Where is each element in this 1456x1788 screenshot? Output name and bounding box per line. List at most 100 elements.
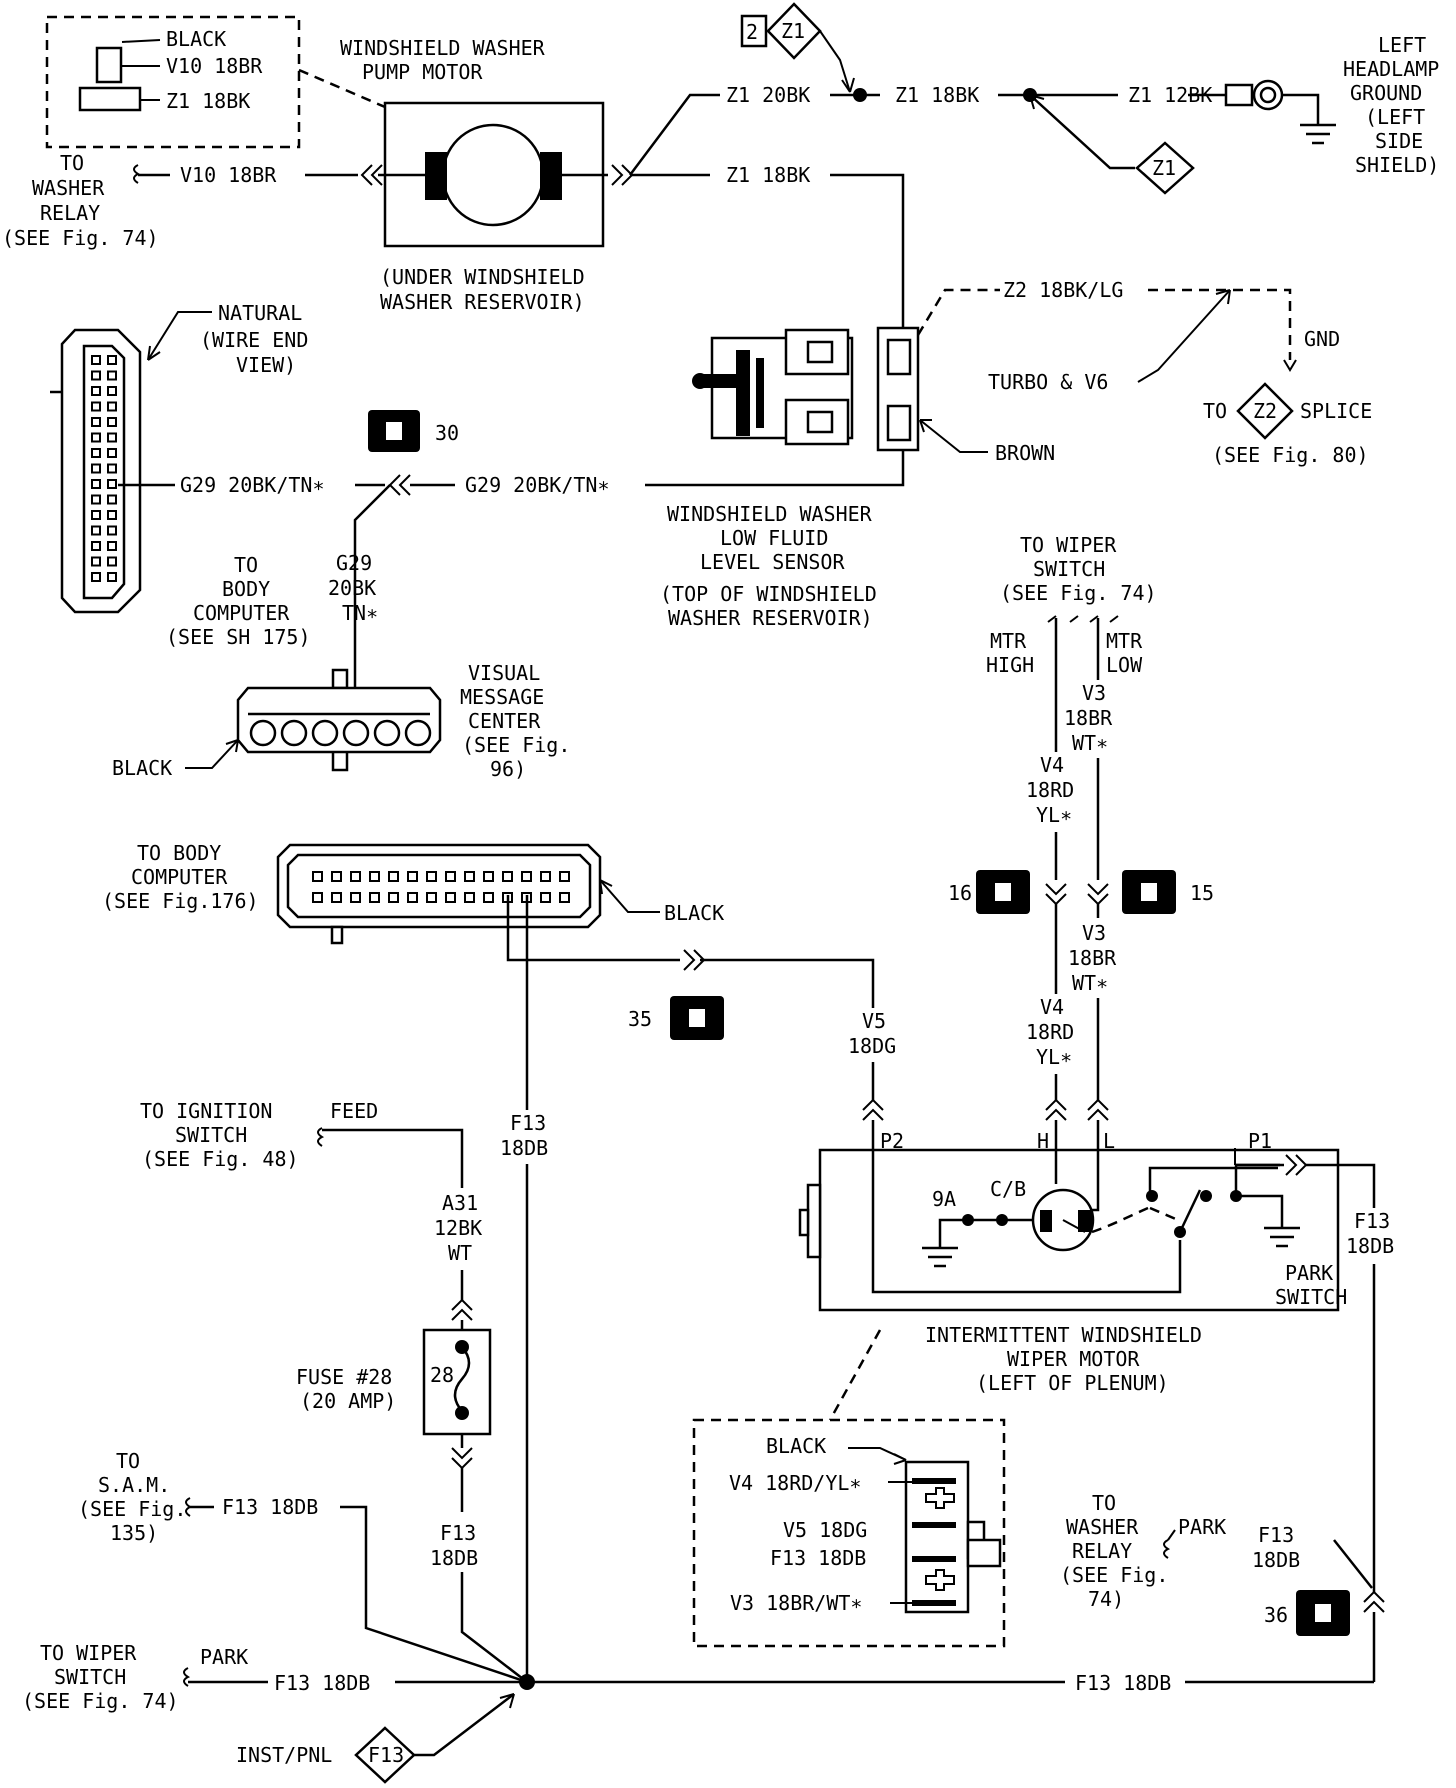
motor-connector-inset: BLACK V4 18RD/YL∗ V5 18DG F13 18DB V3 18… bbox=[692, 1418, 1006, 1648]
z2-wire-label: Z2 18BK/LG bbox=[1003, 278, 1123, 302]
sam-l3: (SEE Fig. bbox=[78, 1497, 186, 1521]
connector-color-label: BLACK bbox=[166, 27, 226, 51]
z1-20bk-label: Z1 20BK bbox=[726, 83, 810, 107]
connector-pin bbox=[107, 541, 117, 551]
g29-wire-b: G29 20BK/TN∗ bbox=[465, 473, 610, 497]
body-computer-2-l1: TO BODY bbox=[137, 841, 221, 865]
motor-title-2: WIPER MOTOR bbox=[1007, 1347, 1140, 1371]
washer-relay-to: TO bbox=[60, 151, 84, 175]
connector-pin bbox=[107, 386, 117, 396]
connector-pin bbox=[107, 510, 117, 520]
v3-b3: WT∗ bbox=[1072, 971, 1108, 995]
connector-pin bbox=[91, 541, 101, 551]
connector-pin bbox=[426, 892, 437, 903]
connector-pin bbox=[91, 432, 101, 443]
connector-pin bbox=[350, 892, 361, 903]
washer-relay-2-l4: (SEE Fig. bbox=[1060, 1563, 1168, 1587]
low-fluid-sensor: BROWN WINDSHIELD WASHER LOW FLUID LEVEL … bbox=[660, 326, 1055, 630]
connector-pin bbox=[464, 892, 475, 903]
sensor-l5: WASHER RESERVOIR) bbox=[668, 606, 873, 630]
connector-pin bbox=[540, 871, 551, 882]
washer-relay-2-l1: TO bbox=[1092, 1491, 1116, 1515]
connector-pin bbox=[369, 892, 380, 903]
wiper-switch-top-l2: SWITCH bbox=[1033, 557, 1105, 581]
bottom-splice: TO S.A.M. (SEE Fig. 135) F13 18DB TO WIP… bbox=[22, 1449, 1374, 1784]
connector-16-number: 16 bbox=[948, 881, 972, 905]
connector-pin bbox=[388, 892, 399, 903]
connector-pin bbox=[91, 401, 101, 412]
fuse-label-1: FUSE #28 bbox=[296, 1365, 392, 1389]
connector-pin bbox=[464, 871, 475, 882]
mtr-high-2: HIGH bbox=[986, 653, 1034, 677]
v3-b2: 18BR bbox=[1068, 946, 1117, 970]
vmc-l2: MESSAGE bbox=[460, 685, 544, 709]
headlamp-l5: SIDE bbox=[1375, 129, 1423, 153]
connector-pin bbox=[107, 556, 117, 567]
ignition-feed: FEED bbox=[330, 1099, 378, 1123]
pump-location-1: (UNDER WINDSHIELD bbox=[380, 265, 585, 289]
motor-connector-color: BLACK bbox=[766, 1434, 826, 1458]
a31-l1: A31 bbox=[442, 1191, 478, 1215]
connector-30-number: 30 bbox=[435, 421, 459, 445]
z2-ground-wire: Z2 18BK/LG GND TURBO & V6 TO Z2 SPLICE (… bbox=[916, 278, 1372, 467]
washer-relay-see: (SEE Fig. 74) bbox=[2, 226, 159, 250]
connector-pin bbox=[331, 892, 342, 903]
z1-18bk-label: Z1 18BK bbox=[895, 83, 979, 107]
z1-diamond-label: Z1 bbox=[1152, 156, 1176, 180]
motor-connector-pin-2: V5 18DG bbox=[783, 1518, 867, 1542]
connector-pin bbox=[107, 479, 117, 489]
connector-pin-z1: Z1 18BK bbox=[166, 89, 250, 113]
connector-pin bbox=[559, 871, 570, 882]
pump-location-2: WASHER RESERVOIR) bbox=[380, 290, 585, 314]
connector-pin bbox=[311, 719, 339, 747]
body-computer-1-l3: COMPUTER bbox=[193, 601, 290, 625]
headlamp-l3: GROUND bbox=[1350, 81, 1422, 105]
z1-ref-code: Z1 bbox=[781, 19, 805, 43]
g29-vert-2: 20BK bbox=[328, 576, 376, 600]
natural-l1: NATURAL bbox=[218, 301, 302, 325]
fuse-label-2: (20 AMP) bbox=[300, 1389, 396, 1413]
f13-right-l2: 18DB bbox=[1346, 1234, 1394, 1258]
z2-splice-label: SPLICE bbox=[1300, 399, 1372, 423]
connector-pin bbox=[91, 494, 101, 505]
washer-relay-2-l3: RELAY bbox=[1072, 1539, 1132, 1563]
connector-pin bbox=[249, 719, 277, 747]
connector-pin bbox=[483, 871, 494, 882]
wiper-switch-bottom-l3: (SEE Fig. 74) bbox=[22, 1689, 179, 1713]
motor-title-3: (LEFT OF PLENUM) bbox=[976, 1371, 1169, 1395]
z1-18bk-sensor-label: Z1 18BK bbox=[726, 163, 810, 187]
connector-36-number: 36 bbox=[1264, 1603, 1288, 1627]
body-computer-2-color: BLACK bbox=[664, 901, 724, 925]
vmc-l3: CENTER bbox=[468, 709, 541, 733]
connector-pin bbox=[91, 463, 101, 474]
inst-pnl-diamond: F13 bbox=[368, 1743, 404, 1767]
intermittent-wiper-motor: P2 H L P1 9A C/B PARK bbox=[798, 1120, 1406, 1592]
headlamp-l6: SHIELD) bbox=[1355, 153, 1439, 177]
washer-relay-2-w1: F13 bbox=[1258, 1523, 1294, 1547]
connector-pin bbox=[540, 892, 551, 903]
natural-connector: NATURAL (WIRE END VIEW) bbox=[50, 301, 308, 614]
connector-pin bbox=[91, 479, 101, 489]
g29-wire-a: G29 20BK/TN∗ bbox=[180, 473, 325, 497]
body-computer-2-l2: COMPUTER bbox=[131, 865, 228, 889]
f13-fuse-l1: F13 bbox=[440, 1521, 476, 1545]
motor-connector-pin-3: F13 18DB bbox=[770, 1546, 866, 1570]
connector-pin bbox=[91, 417, 101, 427]
pump-title-1: WINDSHIELD WASHER bbox=[340, 36, 546, 60]
v3-a3: WT∗ bbox=[1072, 731, 1108, 755]
connector-pin bbox=[559, 892, 570, 903]
connector-pin bbox=[404, 719, 432, 747]
connector-pin bbox=[388, 871, 399, 882]
v4-b2: 18RD bbox=[1026, 1020, 1074, 1044]
f13-fuse-l2: 18DB bbox=[430, 1546, 478, 1570]
body-computer-2-l3: (SEE Fig.176) bbox=[102, 889, 259, 913]
brown-connector-label: BROWN bbox=[995, 441, 1055, 465]
v4-a1: V4 bbox=[1040, 753, 1064, 777]
connector-pin bbox=[342, 719, 370, 747]
v4-a2: 18RD bbox=[1026, 778, 1074, 802]
connector-pin bbox=[107, 463, 117, 474]
sam-wire-label: F13 18DB bbox=[222, 1495, 318, 1519]
connector-pin bbox=[91, 510, 101, 520]
connector-pin bbox=[502, 871, 513, 882]
motor-p2: P2 bbox=[880, 1129, 904, 1153]
